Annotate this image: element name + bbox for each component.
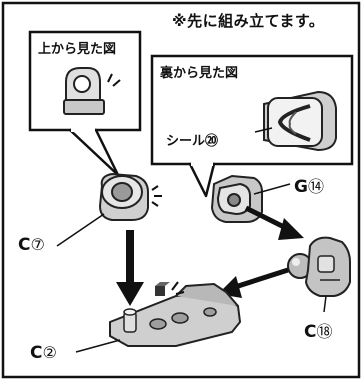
top-view-piece xyxy=(63,67,121,115)
part-g14 xyxy=(210,174,291,223)
back-view-piece xyxy=(254,90,337,152)
part-label-c18: C⑱ xyxy=(304,322,333,342)
top-view-pointer xyxy=(68,128,120,177)
top-view-caption: 上から見た図 xyxy=(38,42,117,57)
back-view-pointer xyxy=(188,162,216,198)
back-view-caption: 裏から見た図 xyxy=(160,66,239,81)
part-label-g14: G⑭ xyxy=(294,177,324,197)
arrow-down xyxy=(116,230,144,306)
arrow-g14-to-c18 xyxy=(244,205,304,240)
part-c2 xyxy=(75,281,242,353)
part-label-c2: C② xyxy=(30,343,57,363)
notice-text: ※先に組み立てます。 xyxy=(172,12,325,30)
sticker-label: シール⑳ xyxy=(166,134,219,149)
part-c7 xyxy=(56,172,162,247)
part-c18 xyxy=(287,236,351,313)
part-label-c7: C⑦ xyxy=(18,235,45,255)
